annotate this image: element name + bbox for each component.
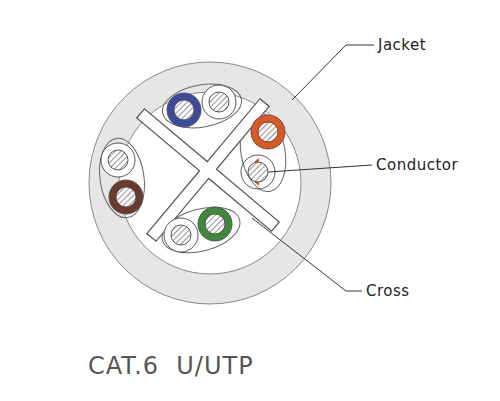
part-label: Conductor: [376, 156, 458, 174]
conductors: [101, 85, 285, 252]
jacket: [89, 62, 331, 304]
caption: CAT.6 U/UTP: [88, 352, 254, 380]
part-label: Jacket: [378, 36, 426, 54]
part-label: Cross: [366, 282, 410, 300]
leader-lines: [252, 45, 374, 291]
